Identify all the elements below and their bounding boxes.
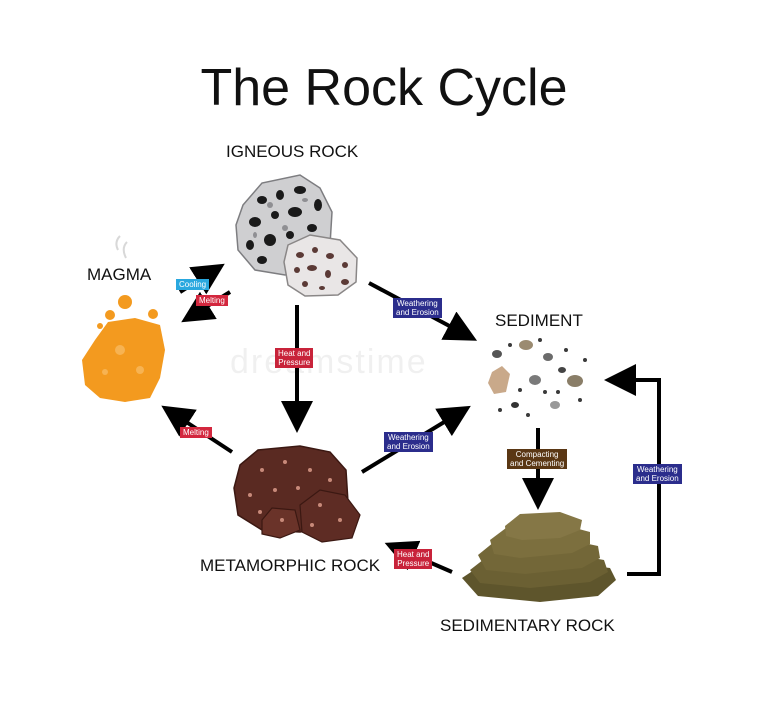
process-weathering-mid-line1: Weathering [387,433,429,442]
process-heat-pressure-center-line1: Heat and [278,349,311,358]
process-heat-pressure-bottom-line2: Pressure [397,559,430,568]
process-heat-pressure-center: Heat and Pressure [275,348,314,368]
process-weathering-top: Weathering and Erosion [393,298,442,318]
magma-illustration [82,235,165,402]
label-magma: MAGMA [87,265,152,284]
sedimentary-rock-illustration [462,512,616,602]
watermark: dreamstime [230,343,428,381]
process-weathering-mid: Weathering and Erosion [384,432,433,452]
label-sedimentary-rock: SEDIMENTARY ROCK [440,616,615,635]
process-compacting: Compacting and Cementing [507,449,568,469]
igneous-rock-illustration [235,174,358,297]
label-metamorphic-rock: METAMORPHIC ROCK [200,556,381,575]
process-compacting-line1: Compacting [515,450,559,459]
process-heat-pressure-bottom-line1: Heat and [397,550,430,559]
process-compacting-line2: and Cementing [510,459,565,468]
label-sediment: SEDIMENT [495,311,583,330]
process-weathering-top-line1: Weathering [396,299,438,308]
metamorphic-rock-illustration [233,445,361,543]
process-melting-top: Melting [196,295,228,306]
process-weathering-mid-line2: and Erosion [387,442,430,451]
label-igneous-rock: IGNEOUS ROCK [226,142,359,161]
page-title: The Rock Cycle [200,59,568,117]
process-weathering-top-line2: and Erosion [396,308,439,317]
process-weathering-right-line1: Weathering [636,465,678,474]
process-heat-pressure-bottom: Heat and Pressure [394,549,433,569]
sediment-illustration [488,338,587,417]
process-weathering-right-line2: and Erosion [636,474,679,483]
process-heat-pressure-center-line2: Pressure [278,358,311,367]
process-melting-bottom: Melting [180,427,212,438]
process-weathering-right: Weathering and Erosion [633,464,682,484]
process-cooling: Cooling [176,279,210,290]
